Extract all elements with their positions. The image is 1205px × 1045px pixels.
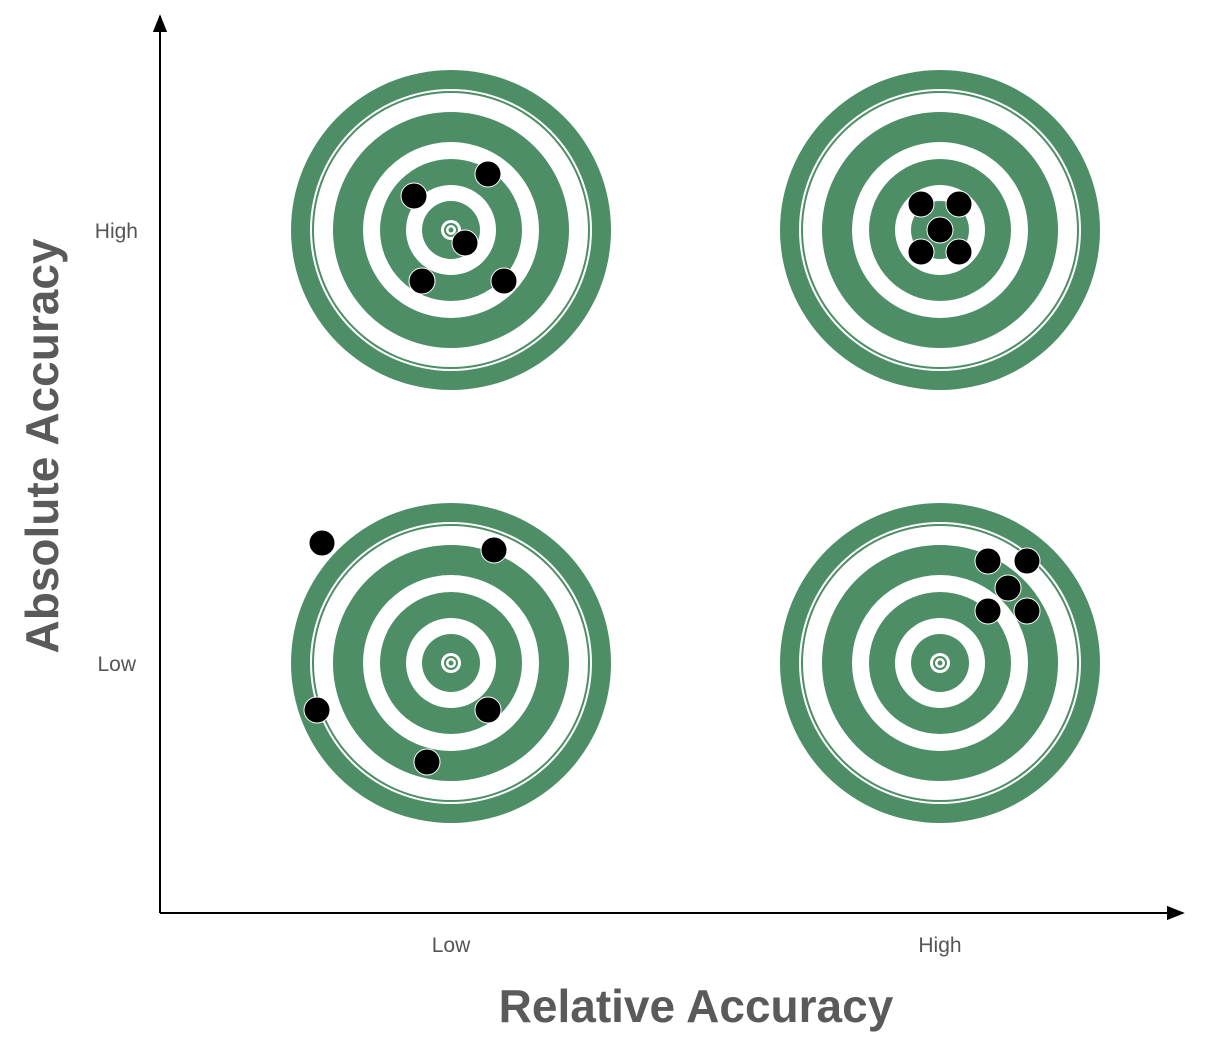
hit-marker <box>490 267 518 295</box>
target-center-dot <box>448 227 454 233</box>
x-axis-title: Relative Accuracy <box>499 980 894 1032</box>
hit-marker <box>303 696 331 724</box>
target-center-dot <box>448 660 454 666</box>
hit-marker <box>994 574 1022 602</box>
target-high-relative-high-absolute <box>780 70 1100 390</box>
hit-marker <box>974 597 1002 625</box>
hit-marker <box>308 529 336 557</box>
hit-marker <box>413 748 441 776</box>
hit-marker <box>1013 597 1041 625</box>
hit-marker <box>974 547 1002 575</box>
hit-marker <box>451 229 479 257</box>
target-low-relative-low-absolute <box>291 503 611 823</box>
y-tick-low: Low <box>97 653 136 676</box>
target-low-relative-high-absolute <box>291 70 611 390</box>
hit-marker <box>907 190 935 218</box>
hit-marker <box>408 267 436 295</box>
hit-marker <box>945 190 973 218</box>
hit-marker <box>945 238 973 266</box>
target-high-relative-low-absolute <box>780 503 1100 823</box>
hit-marker <box>474 696 502 724</box>
target-center-dot <box>937 660 943 666</box>
hit-marker <box>400 182 428 210</box>
x-tick-low: Low <box>432 934 471 957</box>
y-axis-title: Absolute Accuracy <box>16 238 68 653</box>
y-tick-high: High <box>95 220 138 243</box>
x-tick-high: High <box>918 934 961 957</box>
hit-marker <box>1013 547 1041 575</box>
hit-marker <box>480 536 508 564</box>
hit-marker <box>926 216 954 244</box>
hit-marker <box>474 160 502 188</box>
targets-layer <box>291 70 1100 823</box>
hit-marker <box>907 238 935 266</box>
